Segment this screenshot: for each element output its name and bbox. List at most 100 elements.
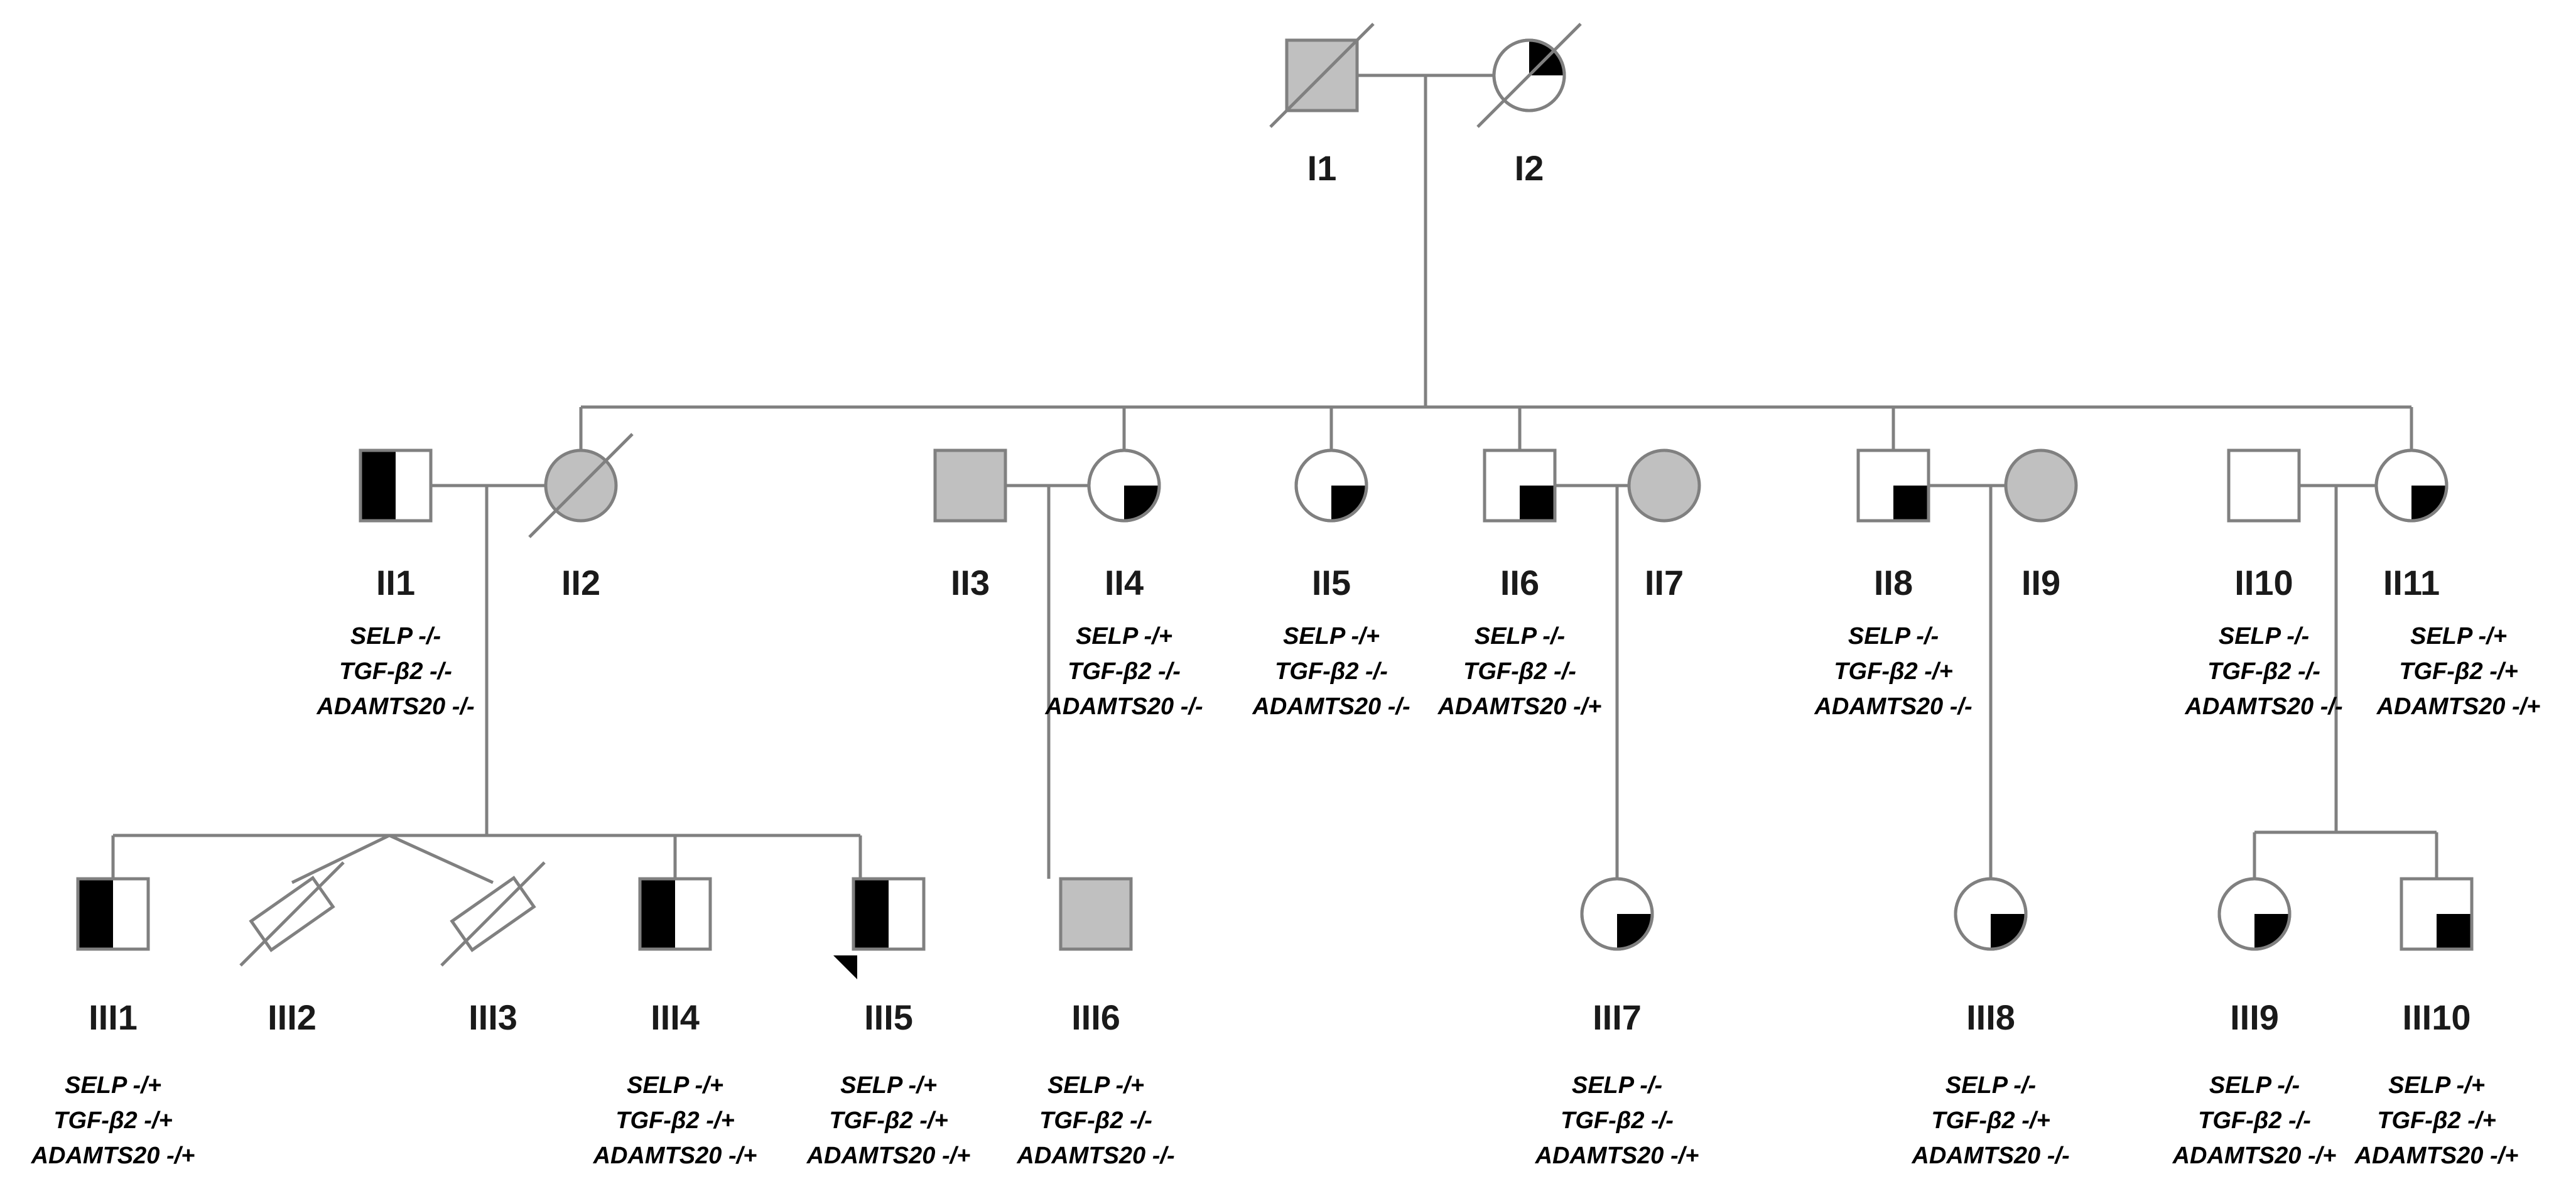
genotype-line: SELP -/- xyxy=(1571,1072,1663,1099)
genotype-line: ADAMTS20 -/+ xyxy=(593,1143,757,1169)
individual-symbols xyxy=(76,23,2474,979)
symbol-outline xyxy=(1087,448,1161,523)
genotype-block-ii5: SELP -/+TGF-β2 -/-ADAMTS20 -/- xyxy=(1252,619,1410,724)
carrier-half-fill xyxy=(360,450,396,521)
genotype-line: SELP -/- xyxy=(2218,623,2310,650)
symbol-outline xyxy=(2374,448,2449,523)
symbol-outline xyxy=(852,877,926,951)
individual-iii1 xyxy=(76,877,150,951)
deceased-slash xyxy=(239,861,345,967)
individual-label-iii4: III4 xyxy=(651,998,700,1037)
genotype-block-ii1: SELP -/-TGF-β2 -/-ADAMTS20 -/- xyxy=(317,619,474,724)
individual-iii2 xyxy=(239,861,345,967)
carrier-half-fill xyxy=(640,879,675,949)
symbol-outline xyxy=(1954,877,2028,951)
carrier-quarter-fill xyxy=(2437,914,2472,949)
individual-ii3 xyxy=(933,448,1007,523)
genotype-line: ADAMTS20 -/- xyxy=(1252,693,1410,720)
symbol-outline xyxy=(638,877,712,951)
genotype-block-iii1: SELP -/+TGF-β2 -/+ADAMTS20 -/+ xyxy=(31,1068,195,1173)
individual-label-iii7: III7 xyxy=(1593,998,1642,1037)
individual-ii2 xyxy=(528,433,634,538)
symbol-outline xyxy=(2217,877,2292,951)
genotype-block-iii10: SELP -/+TGF-β2 -/+ADAMTS20 -/+ xyxy=(2355,1068,2519,1173)
male-square-symbol xyxy=(1059,877,1133,951)
genotype-line: ADAMTS20 -/- xyxy=(2185,693,2343,720)
symbol-outline xyxy=(1294,448,1368,523)
genotype-line: SELP -/+ xyxy=(1047,1072,1144,1099)
genotype-block-iii8: SELP -/-TGF-β2 -/+ADAMTS20 -/- xyxy=(1912,1068,2069,1173)
genotype-line: ADAMTS20 -/- xyxy=(1045,693,1203,720)
individual-label-iii8: III8 xyxy=(1966,998,2015,1037)
genotype-line: TGF-β2 -/+ xyxy=(2377,1107,2496,1134)
genotype-line: ADAMTS20 -/+ xyxy=(806,1143,971,1169)
individual-iii10 xyxy=(2400,877,2474,951)
genotype-line: ADAMTS20 -/+ xyxy=(2172,1143,2337,1169)
individual-ii10 xyxy=(2227,448,2301,523)
twin-line xyxy=(291,834,391,884)
carrier-quarter-fill xyxy=(1617,914,1652,949)
genotype-block-iii7: SELP -/- TGF-β2 -/- ADAMTS20 -/+ xyxy=(1535,1068,1699,1173)
male-square-symbol xyxy=(2227,448,2301,523)
carrier-quarter-fill xyxy=(1520,486,1555,521)
genotype-line: TGF-β2 -/+ xyxy=(53,1107,173,1134)
individual-ii1 xyxy=(359,448,433,523)
relationship-lines xyxy=(111,73,2438,884)
deceased-slash xyxy=(440,861,546,967)
individual-i1 xyxy=(1269,23,1375,128)
genotype-line: ADAMTS20 -/- xyxy=(1814,693,1973,720)
proband-arrow-icon xyxy=(833,955,857,979)
carrier-quarter-fill xyxy=(1893,486,1929,521)
genotype-block-ii11: SELP -/+ TGF-β2 -/+ ADAMTS20 -/+ xyxy=(2377,619,2541,724)
genotype-line: ADAMTS20 -/+ xyxy=(2376,693,2541,720)
genotype-line: TGF-β2 -/+ xyxy=(2399,658,2518,685)
genotype-line: TGF-β2 -/+ xyxy=(829,1107,948,1134)
carrier-quarter-fill xyxy=(2254,914,2290,949)
genotype-line: TGF-β2 -/- xyxy=(1561,1107,1674,1134)
carrier-quarter-fill xyxy=(1991,914,2026,949)
individual-iii8 xyxy=(1954,877,2028,951)
genotype-line: SELP -/+ xyxy=(1076,623,1172,650)
individual-label-ii4: II4 xyxy=(1104,563,1144,602)
symbol-outline xyxy=(1580,877,1654,951)
twin-line xyxy=(388,834,494,884)
individual-label-i2: I2 xyxy=(1514,148,1544,188)
carrier-quarter-fill xyxy=(2411,486,2447,521)
individual-label-i1: I1 xyxy=(1307,148,1337,188)
individual-iii3 xyxy=(440,861,546,967)
genotype-line: ADAMTS20 -/+ xyxy=(2354,1143,2519,1169)
individual-label-iii1: III1 xyxy=(89,998,138,1037)
genotype-line: SELP -/+ xyxy=(2410,623,2507,650)
individual-label-ii1: II1 xyxy=(376,563,416,602)
genotype-line: TGF-β2 -/- xyxy=(339,658,452,685)
genotype-block-iii9: SELP -/- TGF-β2 -/- ADAMTS20 -/+ xyxy=(2173,1068,2337,1173)
individual-label-ii7: II7 xyxy=(1644,563,1684,602)
individual-iii5 xyxy=(833,877,926,979)
individual-i2 xyxy=(1476,23,1582,128)
genotype-line: SELP -/- xyxy=(1945,1072,2037,1099)
genotype-line: ADAMTS20 -/+ xyxy=(31,1143,195,1169)
deceased-slash xyxy=(1269,23,1375,128)
genotype-line: ADAMTS20 -/+ xyxy=(1535,1143,1699,1169)
symbol-outline xyxy=(2400,877,2474,951)
individual-label-ii9: II9 xyxy=(2021,563,2061,602)
genotype-block-ii10: SELP -/-TGF-β2 -/-ADAMTS20 -/- xyxy=(2185,619,2342,724)
symbol-outline xyxy=(1492,38,1566,112)
individual-label-ii5: II5 xyxy=(1311,563,1351,602)
female-circle-symbol xyxy=(2004,448,2078,523)
genotype-line: SELP -/- xyxy=(2209,1072,2300,1099)
individual-label-iii10: III10 xyxy=(2402,998,2471,1037)
genotype-block-ii6: SELP -/-TGF-β2 -/-ADAMTS20 -/+ xyxy=(1438,619,1602,724)
individual-label-ii8: II8 xyxy=(1873,563,1913,602)
genotype-line: TGF-β2 -/- xyxy=(2198,1107,2311,1134)
individual-label-iii5: III5 xyxy=(864,998,913,1037)
genotype-line: TGF-β2 -/- xyxy=(1068,658,1181,685)
carrier-half-fill xyxy=(78,879,113,949)
individual-label-ii2: II2 xyxy=(561,563,601,602)
individual-ii7 xyxy=(1627,448,1701,523)
individual-ii4 xyxy=(1087,448,1161,523)
genotype-line: SELP -/+ xyxy=(1283,623,1380,650)
individual-label-iii2: III2 xyxy=(268,998,317,1037)
carrier-quarter-fill xyxy=(1124,486,1159,521)
